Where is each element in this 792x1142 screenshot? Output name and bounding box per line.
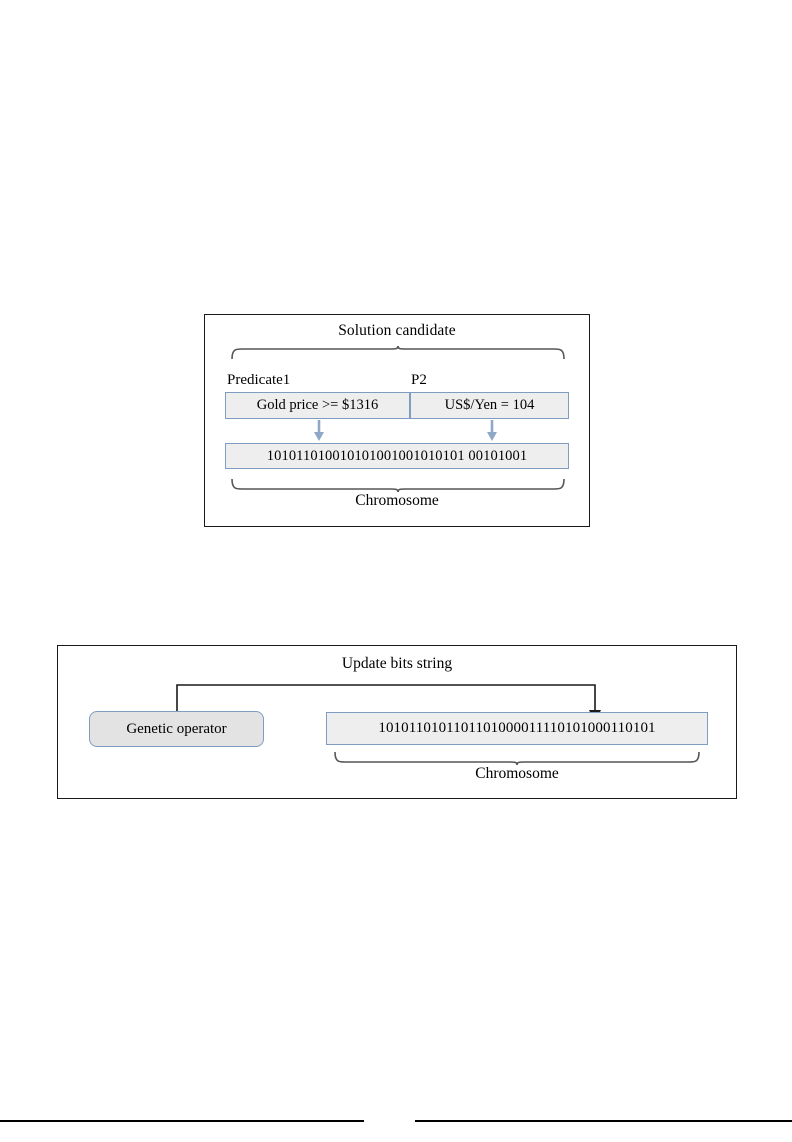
- arrow-down-icon: [487, 420, 497, 441]
- arrow-down-icon: [314, 420, 324, 441]
- brace-bottom-icon: [231, 478, 565, 492]
- figure-genetic-operator: Update bits string Genetic operator 1010…: [57, 645, 737, 799]
- chromosome-bits-box: 1010110101101101000011110101000110101: [326, 712, 708, 745]
- figure1-footer-label: Chromosome: [355, 492, 439, 509]
- figure2-footer-label: Chromosome: [475, 765, 559, 782]
- figure1-title: Solution candidate: [338, 322, 456, 339]
- chromosome-bits-box: 101011010010101001001010101 00101001: [225, 443, 569, 469]
- brace-bottom-icon: [334, 751, 700, 765]
- predicate-cell-2: US$/Yen = 104: [410, 392, 569, 419]
- predicate-row: Gold price >= $1316 US$/Yen = 104: [225, 392, 569, 419]
- brace-top-icon: [231, 346, 565, 360]
- footer-rule-left: [0, 1120, 364, 1122]
- figure2-title: Update bits string: [341, 655, 453, 672]
- footer-rule-right: [415, 1120, 792, 1122]
- predicate2-label: P2: [411, 372, 427, 388]
- predicate-cell-1: Gold price >= $1316: [225, 392, 410, 419]
- genetic-operator-box: Genetic operator: [89, 711, 264, 747]
- figure-solution-candidate: Solution candidate Predicate1 P2 Gold pr…: [204, 314, 590, 527]
- predicate1-label: Predicate1: [227, 372, 291, 388]
